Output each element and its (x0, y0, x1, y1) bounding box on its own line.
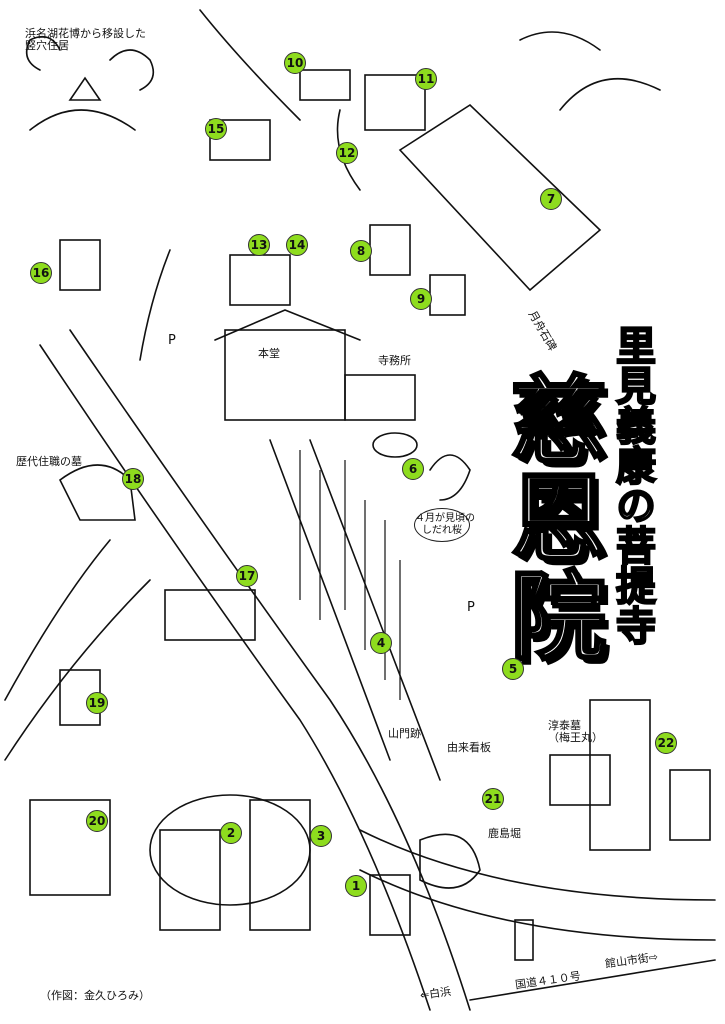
kashima-moat-label: 鹿島堀 (488, 827, 521, 840)
marker-14: 14 (286, 234, 308, 256)
parking-mark-2: P (467, 600, 475, 615)
marker-18: 18 (122, 468, 144, 490)
subtitle: 里見義康の菩提寺 (608, 324, 657, 646)
marker-6: 6 (402, 458, 424, 480)
marker-7: 7 (540, 188, 562, 210)
pit-dwelling-label: 浜名湖花博から移設した 竪穴住居 (25, 27, 146, 52)
marker-15: 15 (205, 118, 227, 140)
origin-sign-label: 由来看板 (447, 741, 491, 754)
marker-16: 16 (30, 262, 52, 284)
marker-22: 22 (655, 732, 677, 754)
marker-12: 12 (336, 142, 358, 164)
marker-9: 9 (410, 288, 432, 310)
marker-19: 19 (86, 692, 108, 714)
marker-13: 13 (248, 234, 270, 256)
office-label: 寺務所 (378, 354, 411, 367)
atsuyasu-grave-label: 淳泰墓 （梅王丸） (548, 719, 603, 744)
marker-17: 17 (236, 565, 258, 587)
marker-8: 8 (350, 240, 372, 262)
marker-10: 10 (284, 52, 306, 74)
marker-1: 1 (345, 875, 367, 897)
marker-3: 3 (310, 825, 332, 847)
successive-priests-label: 歴代住職の墓 (16, 455, 82, 468)
marker-4: 4 (370, 632, 392, 654)
marker-21: 21 (482, 788, 504, 810)
marker-5: 5 (502, 658, 524, 680)
temple-title: 慈恩院 (493, 369, 609, 666)
credit: （作図：金久ひろみ） (40, 989, 150, 1002)
parking-mark-1: P (168, 333, 176, 348)
weeping-cherry-label: ４月が見頃の しだれ桜 (414, 508, 475, 542)
marker-11: 11 (415, 68, 437, 90)
sanmon-ruins-label: 山門跡 (388, 727, 421, 740)
marker-20: 20 (86, 810, 108, 832)
marker-2: 2 (220, 822, 242, 844)
hondo-label: 本堂 (258, 347, 280, 360)
